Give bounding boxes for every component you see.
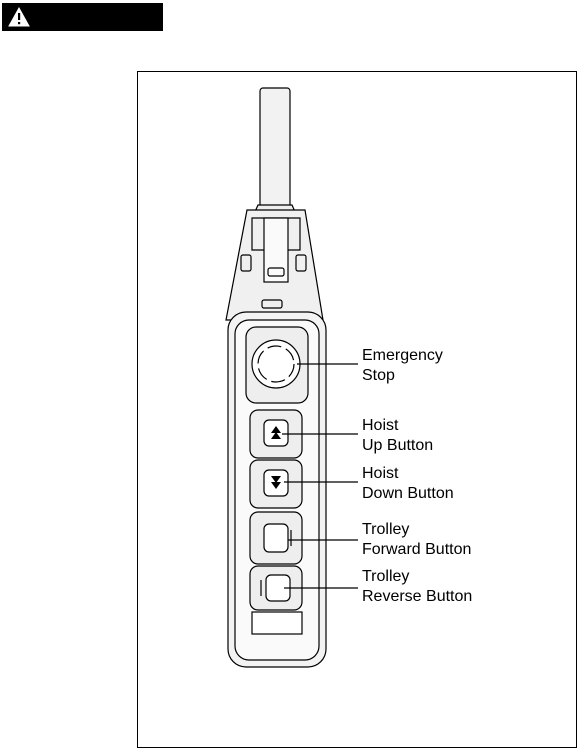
figure-frame (137, 71, 577, 748)
callout-trolley-forward: Trolley Forward Button (362, 520, 471, 560)
emergency-stop-button (251, 339, 301, 389)
warning-banner (2, 3, 163, 31)
trolley-forward-button (263, 523, 289, 553)
callout-line: Reverse Button (362, 588, 473, 605)
callout-line: Forward Button (362, 541, 472, 558)
label-plate (251, 611, 303, 635)
callout-line: Down Button (362, 485, 454, 502)
callout-line: Hoist (362, 417, 399, 434)
callout-line: Trolley (362, 568, 410, 585)
pendant-cable (259, 87, 291, 209)
warning-triangle-icon (8, 7, 30, 27)
callout-line: Emergency (362, 347, 443, 364)
callout-line: Hoist (362, 465, 399, 482)
callout-line: Stop (362, 367, 395, 384)
callout-line: Up Button (362, 437, 434, 454)
callout-hoist-up: Hoist Up Button (362, 416, 433, 456)
callout-trolley-reverse: Trolley Reverse Button (362, 567, 472, 607)
callout-line: Trolley (362, 521, 410, 538)
callout-emergency-stop: Emergency Stop (362, 346, 443, 386)
callout-hoist-down: Hoist Down Button (362, 464, 454, 504)
